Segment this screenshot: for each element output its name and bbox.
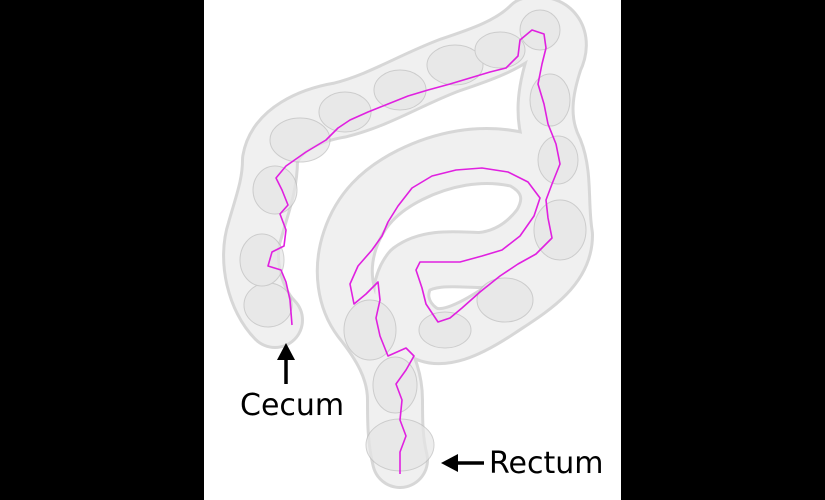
rectum-label: Rectum xyxy=(489,446,604,481)
rectum-arrow xyxy=(441,454,484,472)
cecum-label: Cecum xyxy=(240,388,345,423)
colon-centerline xyxy=(267,29,561,474)
cecum-arrow xyxy=(277,343,295,384)
